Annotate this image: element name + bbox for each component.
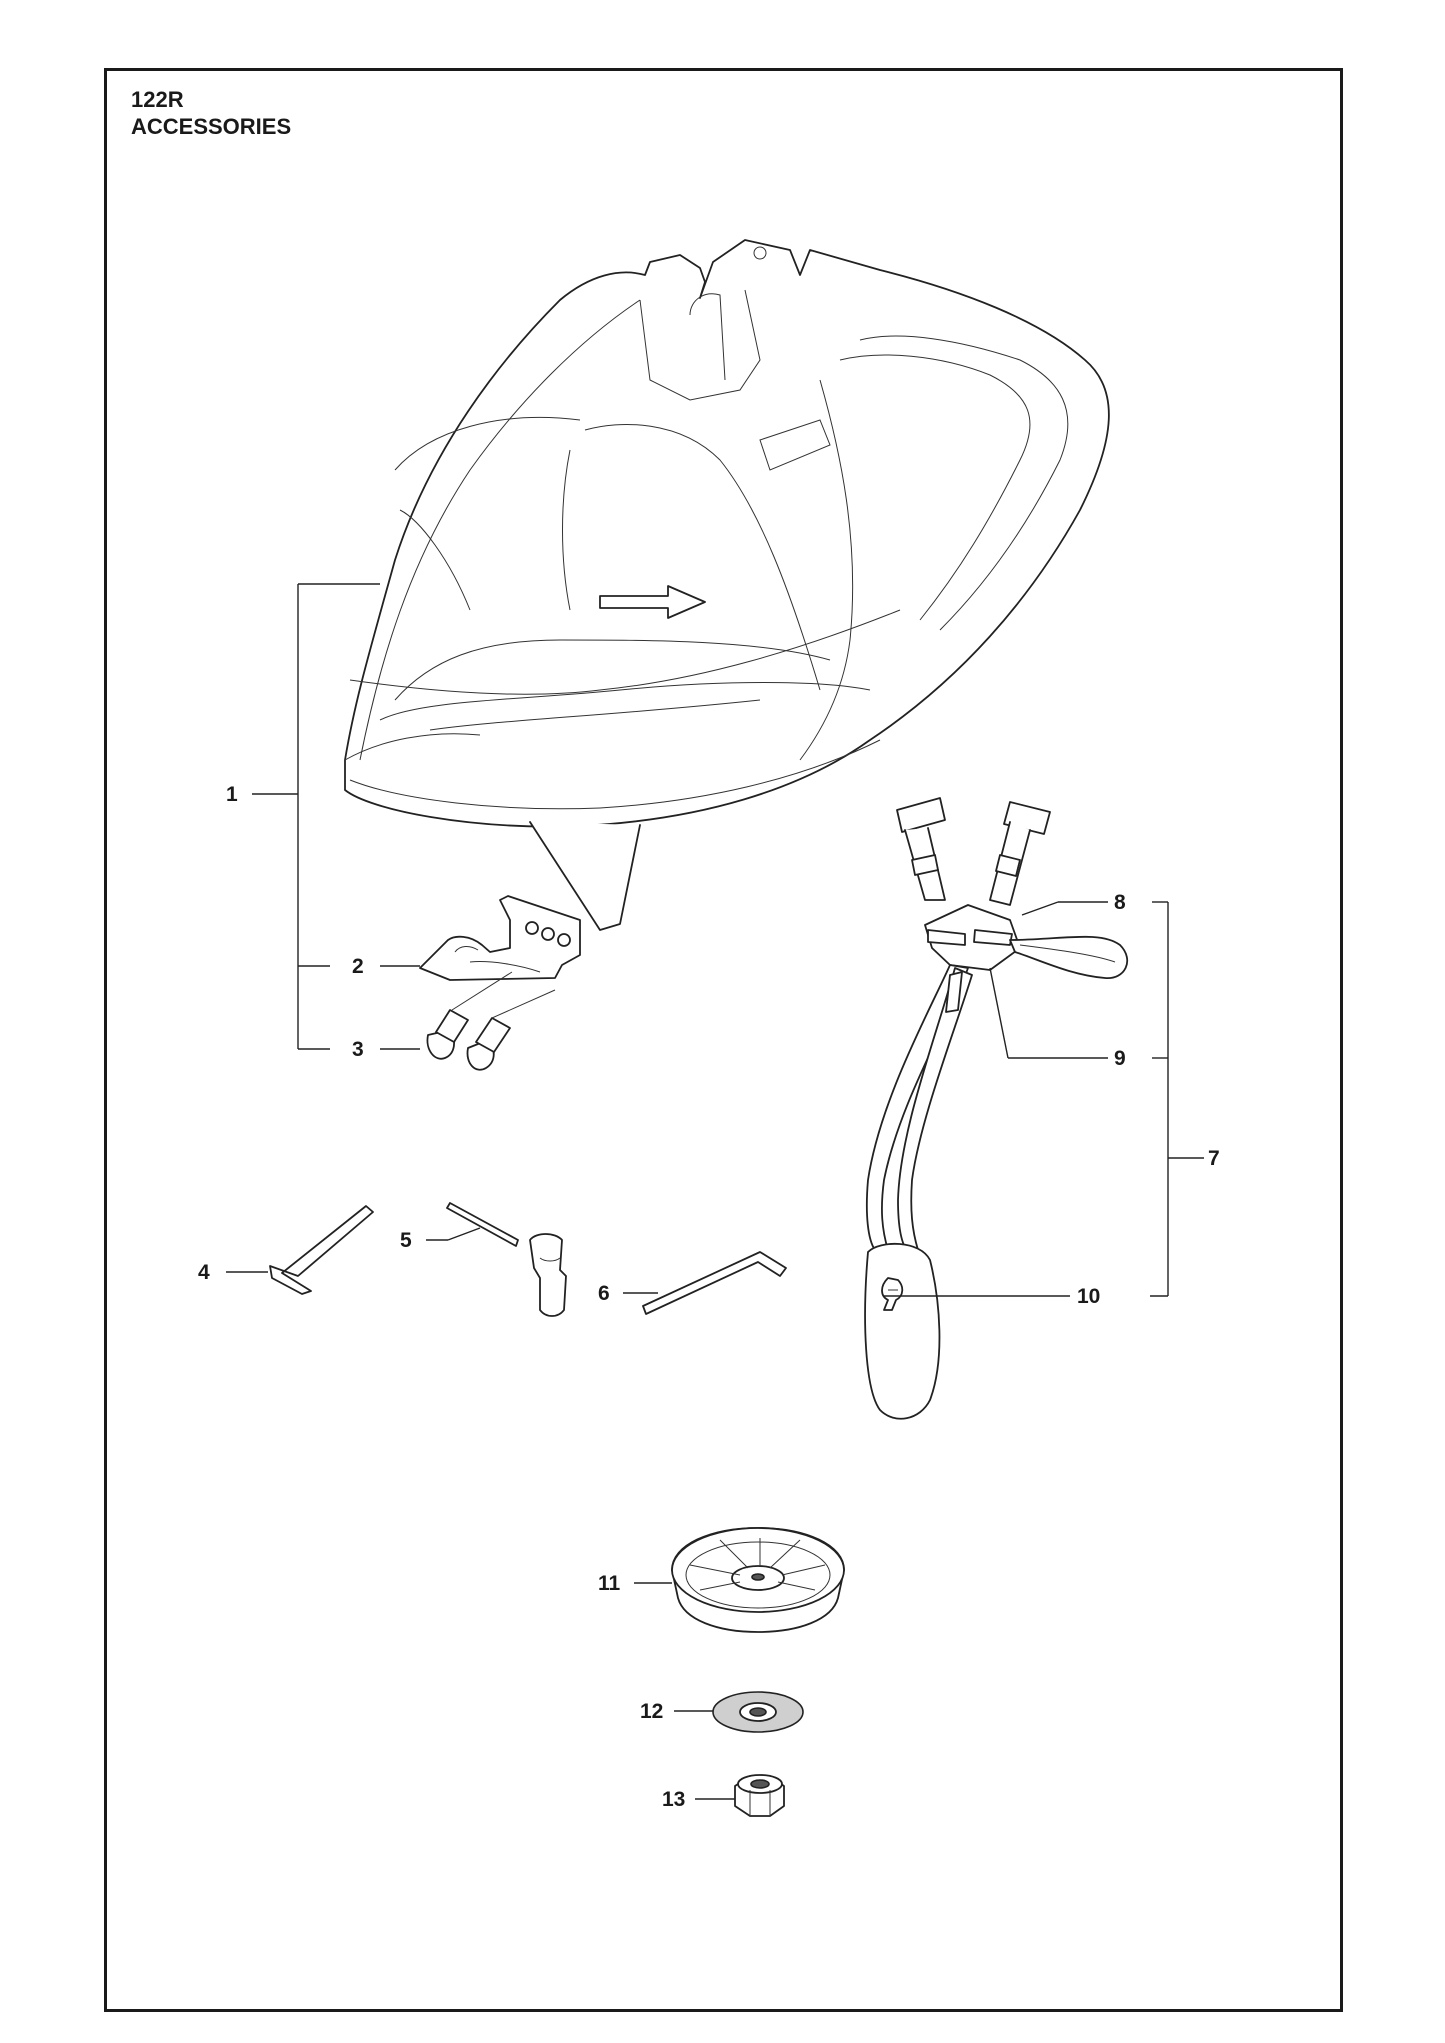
socket-wrench-icon [446,1202,567,1317]
callout-10: 10 [1077,1285,1100,1308]
callout-12: 12 [640,1700,663,1723]
callout-6: 6 [598,1282,610,1305]
callout-1: 1 [226,783,238,806]
hex-key-icon [269,1205,374,1295]
hex-key-icon [642,1251,787,1315]
cup-icon [671,1527,845,1633]
trimmer-guard-icon [344,239,1110,931]
callout-3: 3 [352,1038,364,1061]
screw-icon [426,971,556,1071]
callout-9: 9 [1114,1047,1126,1070]
callout-labels: 1 2 3 4 5 6 7 8 9 10 11 12 13 [198,783,1220,1811]
bracket-icon [419,895,581,981]
washer-icon [712,1691,804,1733]
callout-8: 8 [1114,891,1126,914]
section-name: ACCESSORIES [131,114,292,139]
callout-11: 11 [598,1572,621,1595]
drawing-frame [104,68,1343,2012]
callout-7: 7 [1208,1147,1220,1170]
callout-13: 13 [662,1788,685,1811]
callout-2: 2 [352,955,364,978]
page-title: 122R ACCESSORIES [131,86,291,140]
leader-lines [226,583,1204,1800]
harness-icon [864,797,1129,1420]
model-name: 122R [131,87,184,112]
callout-5: 5 [400,1229,412,1252]
nut-icon [734,1774,785,1817]
callout-4: 4 [198,1261,210,1284]
